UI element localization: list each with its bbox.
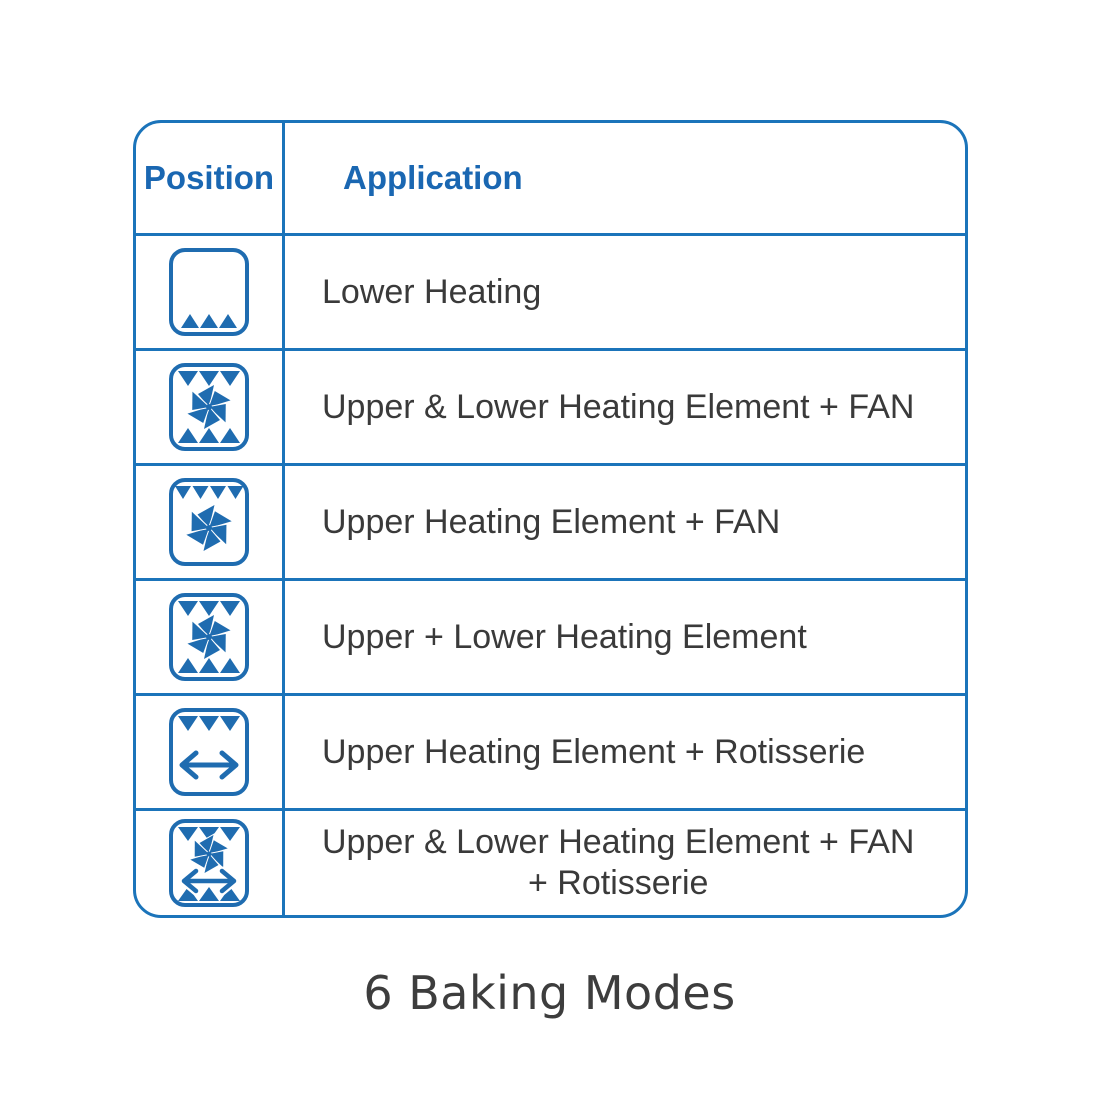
application-label: Upper Heating Element + Rotisserie	[322, 732, 866, 771]
upper-lower-heating-fan-rotisserie-icon	[169, 819, 249, 907]
table-row-upper-lower-heating-fan: Upper & Lower Heating Element + FAN	[136, 348, 965, 463]
baking-modes-table: Position Application Lower Heating	[133, 120, 968, 918]
position-cell	[136, 581, 285, 693]
upper-lower-heating-fan-icon	[169, 363, 249, 451]
table-row-upper-heating-fan: Upper Heating Element + FAN	[136, 463, 965, 578]
application-cell: Upper Heating Element + Rotisserie	[285, 696, 965, 808]
column-header-application: Application	[343, 159, 523, 196]
table-header-row: Position Application	[136, 123, 965, 233]
application-label-line2: + Rotisserie	[528, 864, 709, 902]
application-cell: Lower Heating	[285, 236, 965, 348]
application-cell: Upper Heating Element + FAN	[285, 466, 965, 578]
table-row-upper-heating-rotisserie: Upper Heating Element + Rotisserie	[136, 693, 965, 808]
application-label: Upper Heating Element + FAN	[322, 502, 781, 541]
position-cell	[136, 696, 285, 808]
position-cell	[136, 351, 285, 463]
application-label: Upper & Lower Heating Element + FAN + Ro…	[322, 822, 914, 904]
application-cell: Upper & Lower Heating Element + FAN	[285, 351, 965, 463]
position-cell	[136, 466, 285, 578]
upper-lower-heating-icon	[169, 593, 249, 681]
application-cell: Upper + Lower Heating Element	[285, 581, 965, 693]
application-label: Upper + Lower Heating Element	[322, 617, 807, 656]
column-header-position: Position	[136, 123, 285, 233]
table-row-lower-heating: Lower Heating	[136, 233, 965, 348]
page-title: 6 Baking Modes	[363, 966, 736, 1020]
lower-heating-icon	[169, 248, 249, 336]
application-label: Upper & Lower Heating Element + FAN	[322, 387, 915, 426]
application-cell: Upper & Lower Heating Element + FAN + Ro…	[285, 811, 965, 915]
application-label-line1: Upper & Lower Heating Element + FAN	[322, 823, 915, 862]
upper-heating-rotisserie-icon	[169, 708, 249, 796]
table-row-upper-lower-heating: Upper + Lower Heating Element	[136, 578, 965, 693]
table-row-upper-lower-heating-fan-rotisserie: Upper & Lower Heating Element + FAN + Ro…	[136, 808, 965, 915]
position-cell	[136, 811, 285, 915]
upper-heating-fan-icon	[169, 478, 249, 566]
position-cell	[136, 236, 285, 348]
application-label: Lower Heating	[322, 272, 542, 311]
